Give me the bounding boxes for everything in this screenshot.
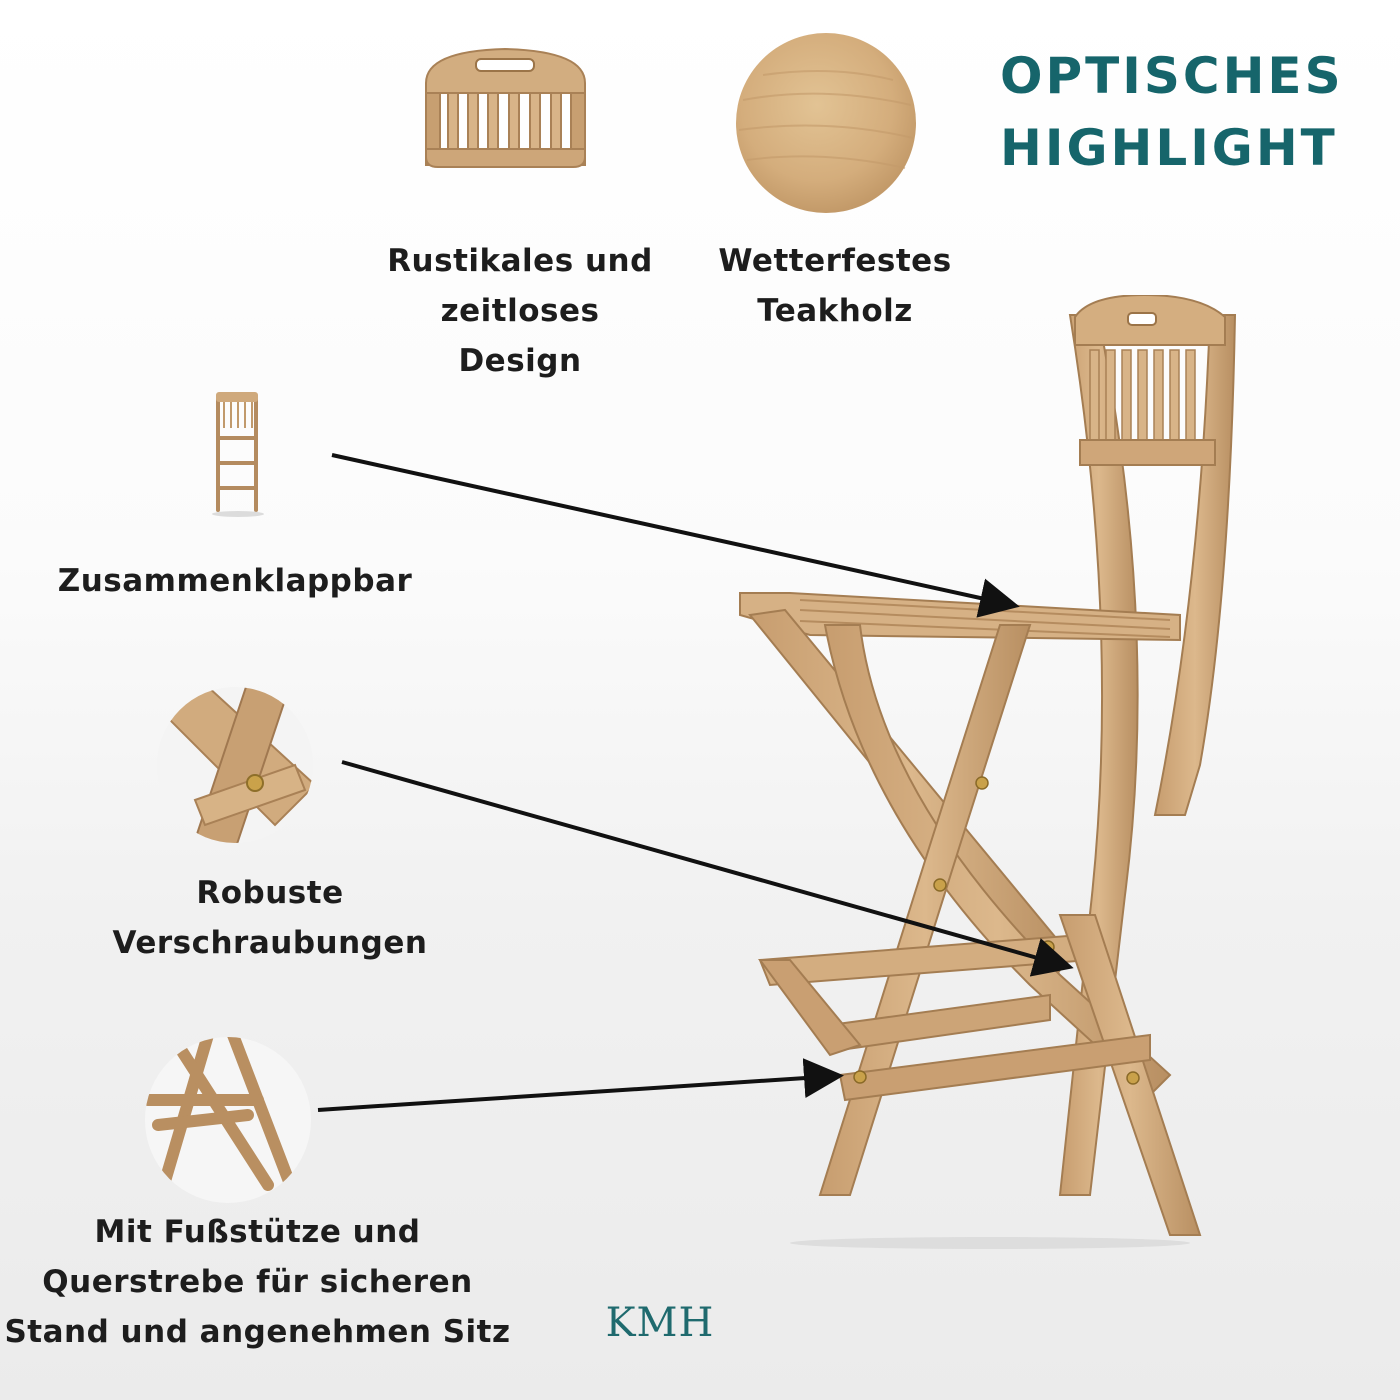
arrow-footrest	[317, 1058, 844, 1112]
bar-chair-illustration	[739, 295, 1237, 1249]
label-foldable: Zusammenklappbar	[57, 563, 413, 599]
teak-wood-disc	[736, 33, 916, 213]
label-design: Rustikales und zeitloses Design	[387, 243, 653, 379]
backrest-thumbnail	[425, 47, 586, 168]
label-teak: Wetterfestes Teakholz	[718, 243, 952, 329]
arrow-seat	[331, 453, 1020, 618]
label-screws: Robuste Verschraubungen	[112, 875, 428, 961]
headline: OPTISCHES HIGHLIGHT	[1000, 47, 1344, 177]
label-footrest: Mit Fußstütze und Querstrebe für sichere…	[4, 1214, 511, 1350]
arrow-screws	[341, 760, 1074, 977]
footrest-thumbnail	[145, 1037, 311, 1203]
brand-logo: KMH	[605, 1300, 715, 1346]
screw-joint-thumbnail	[157, 687, 313, 843]
folded-chair-thumbnail	[212, 392, 264, 517]
